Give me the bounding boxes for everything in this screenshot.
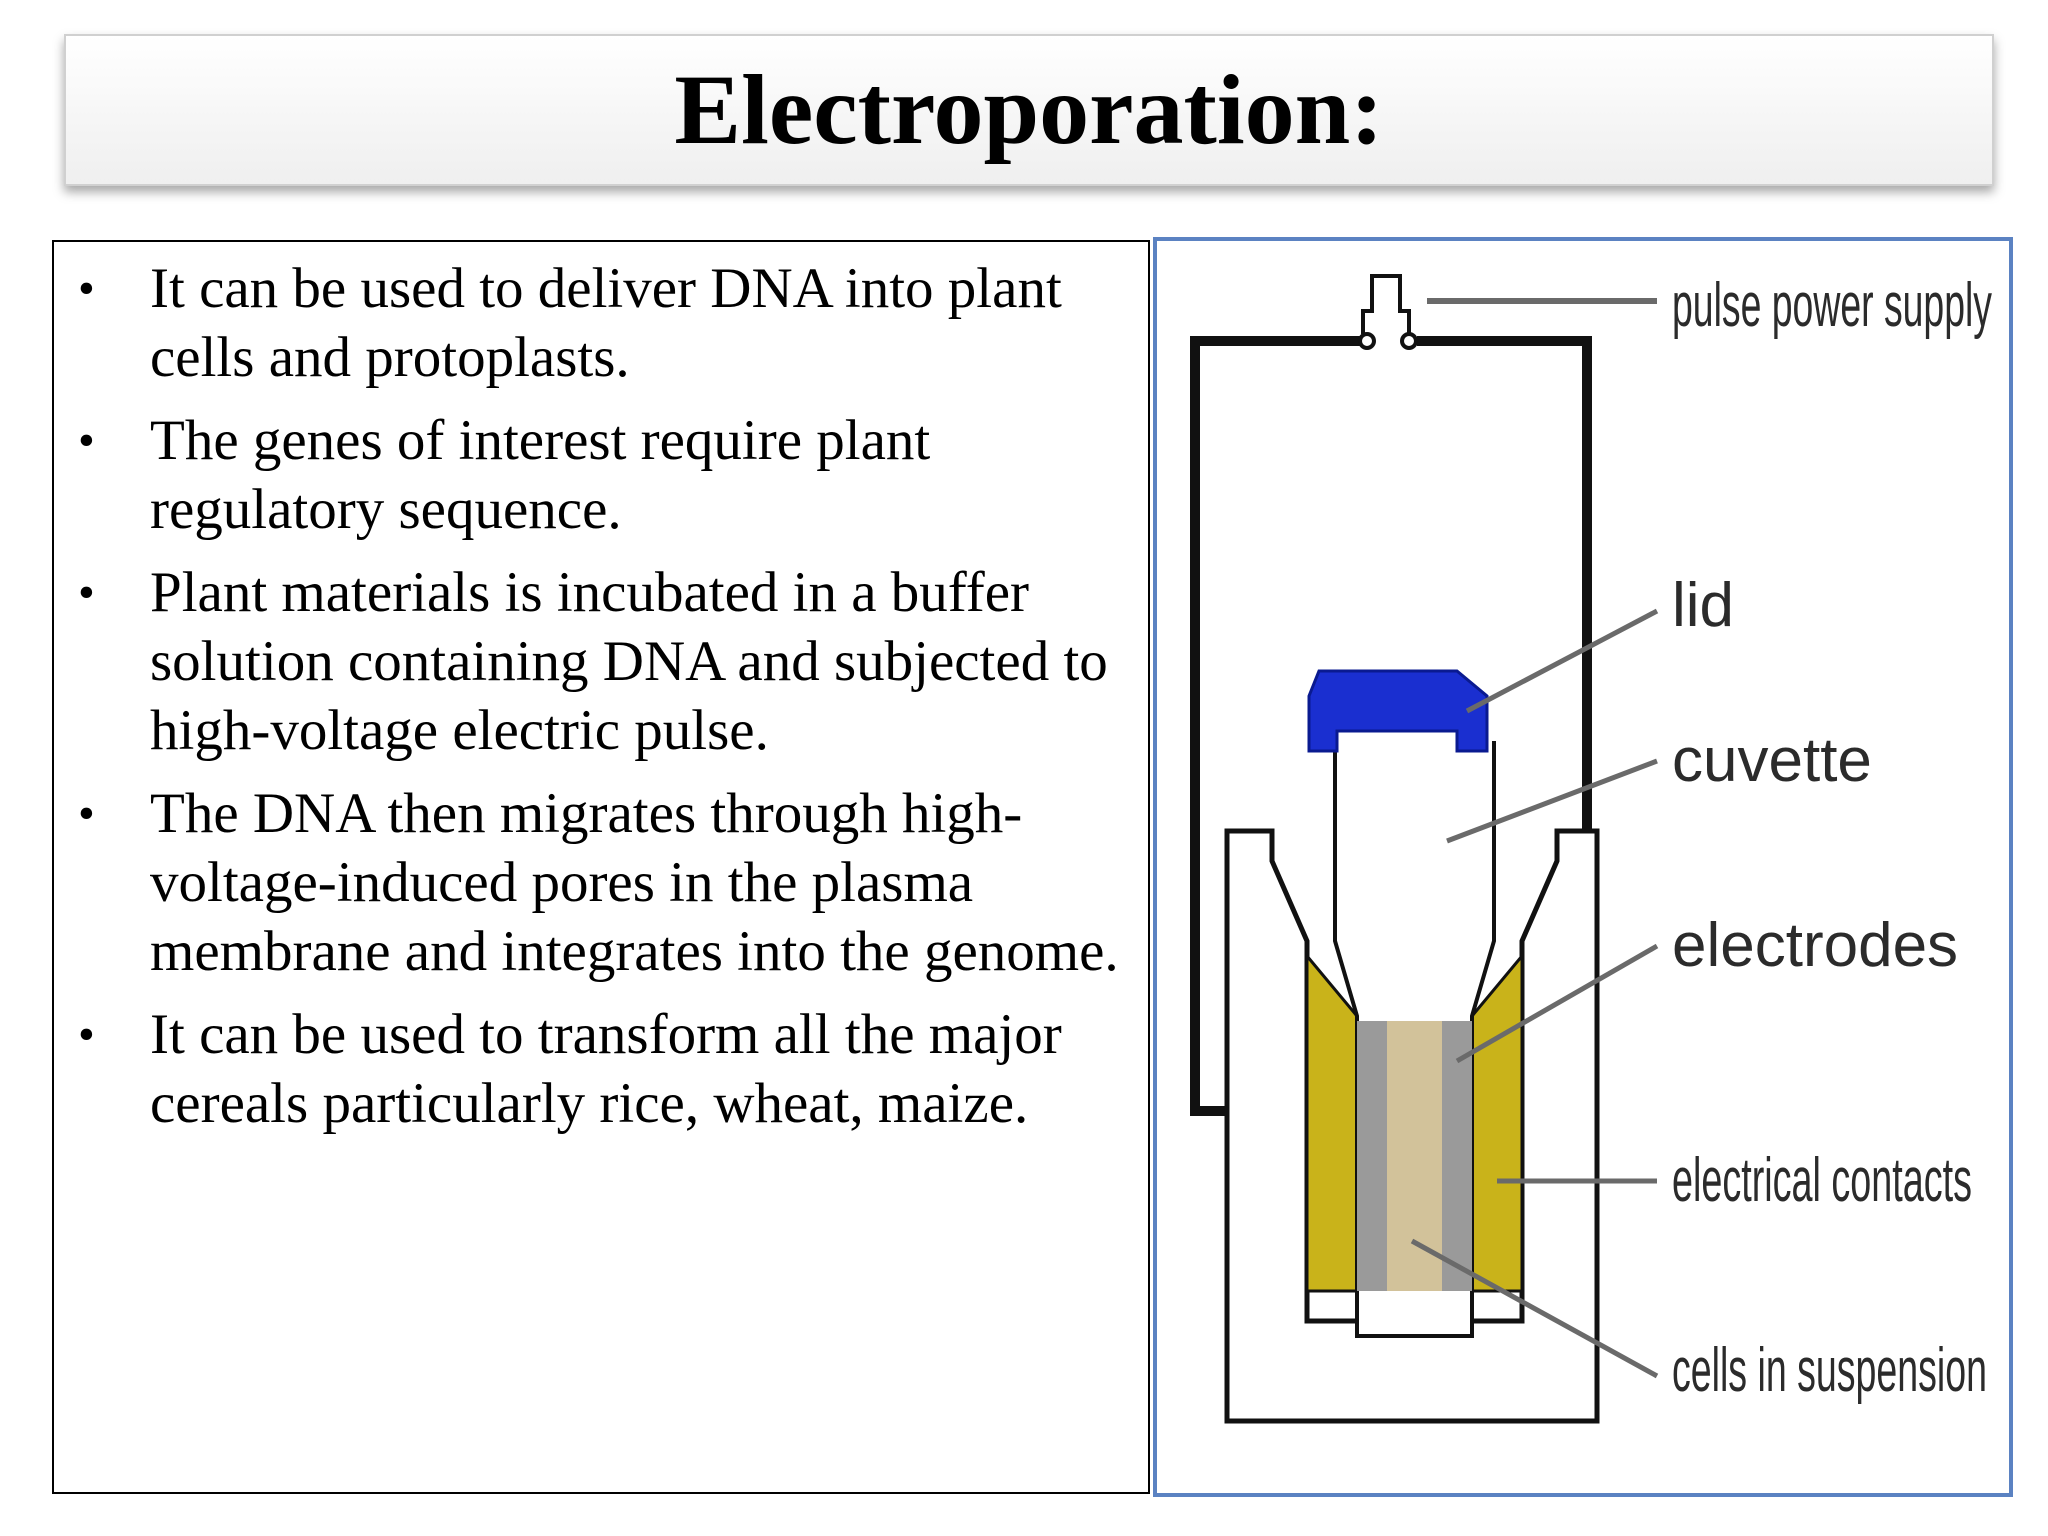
bullet-marker: •: [78, 262, 95, 315]
bullet-item: • It can be used to deliver DNA into plan…: [78, 254, 1128, 392]
bullet-item: • The genes of interest require plant reg…: [78, 406, 1128, 544]
terminal-right: [1400, 332, 1418, 350]
label-pulse-power-supply: pulse power supply: [1672, 271, 1992, 340]
label-cells-in-suspension: cells in suspension: [1672, 1336, 1987, 1405]
bullet-marker: •: [78, 566, 95, 619]
cuvette-lid: [1307, 669, 1489, 753]
label-electrical-contacts: electrical contacts: [1672, 1146, 1972, 1215]
bullet-list: • It can be used to deliver DNA into plan…: [54, 242, 1148, 1138]
electrical-contact-right: [1470, 951, 1524, 1293]
diagram-svg: pulse power supply lid cuvette electrode…: [1190, 271, 1992, 1424]
electrode-left: [1357, 1021, 1387, 1291]
bullet-panel: • It can be used to deliver DNA into plan…: [52, 240, 1150, 1494]
label-cuvette: cuvette: [1672, 726, 1872, 795]
bullet-item: • Plant materials is incubated in a buffe…: [78, 558, 1128, 765]
cell-suspension: [1387, 1021, 1442, 1291]
electrical-contact-left: [1305, 951, 1359, 1293]
bullet-text: The genes of interest require plant regu…: [150, 409, 931, 541]
terminal-left: [1358, 332, 1376, 350]
bullet-text: It can be used to transform all the majo…: [150, 1003, 1062, 1135]
electroporation-diagram: pulse power supply lid cuvette electrode…: [1153, 237, 2013, 1497]
electrode-right: [1442, 1021, 1472, 1291]
bullet-text: It can be used to deliver DNA into plant…: [150, 257, 1062, 389]
bullet-item: • It can be used to transform all the maj…: [78, 1000, 1128, 1138]
leader-cuvette: [1446, 758, 1658, 844]
bullet-marker: •: [78, 1008, 95, 1061]
bullet-text: Plant materials is incubated in a buffer…: [150, 561, 1108, 762]
leader-lid: [1465, 608, 1659, 714]
label-electrodes: electrodes: [1672, 911, 1958, 980]
label-lid: lid: [1672, 571, 1734, 640]
bullet-marker: •: [78, 787, 95, 840]
leader-cells: [1410, 1238, 1659, 1379]
bullet-item: • The DNA then migrates through high-volt…: [78, 779, 1128, 986]
leader-electrodes: [1455, 943, 1659, 1064]
bullet-marker: •: [78, 414, 95, 467]
page-title: Electroporation:: [674, 54, 1384, 165]
title-bar: Electroporation:: [64, 34, 1994, 186]
bullet-text: The DNA then migrates through high-volta…: [150, 782, 1119, 983]
pulse-symbol: [1361, 274, 1411, 334]
